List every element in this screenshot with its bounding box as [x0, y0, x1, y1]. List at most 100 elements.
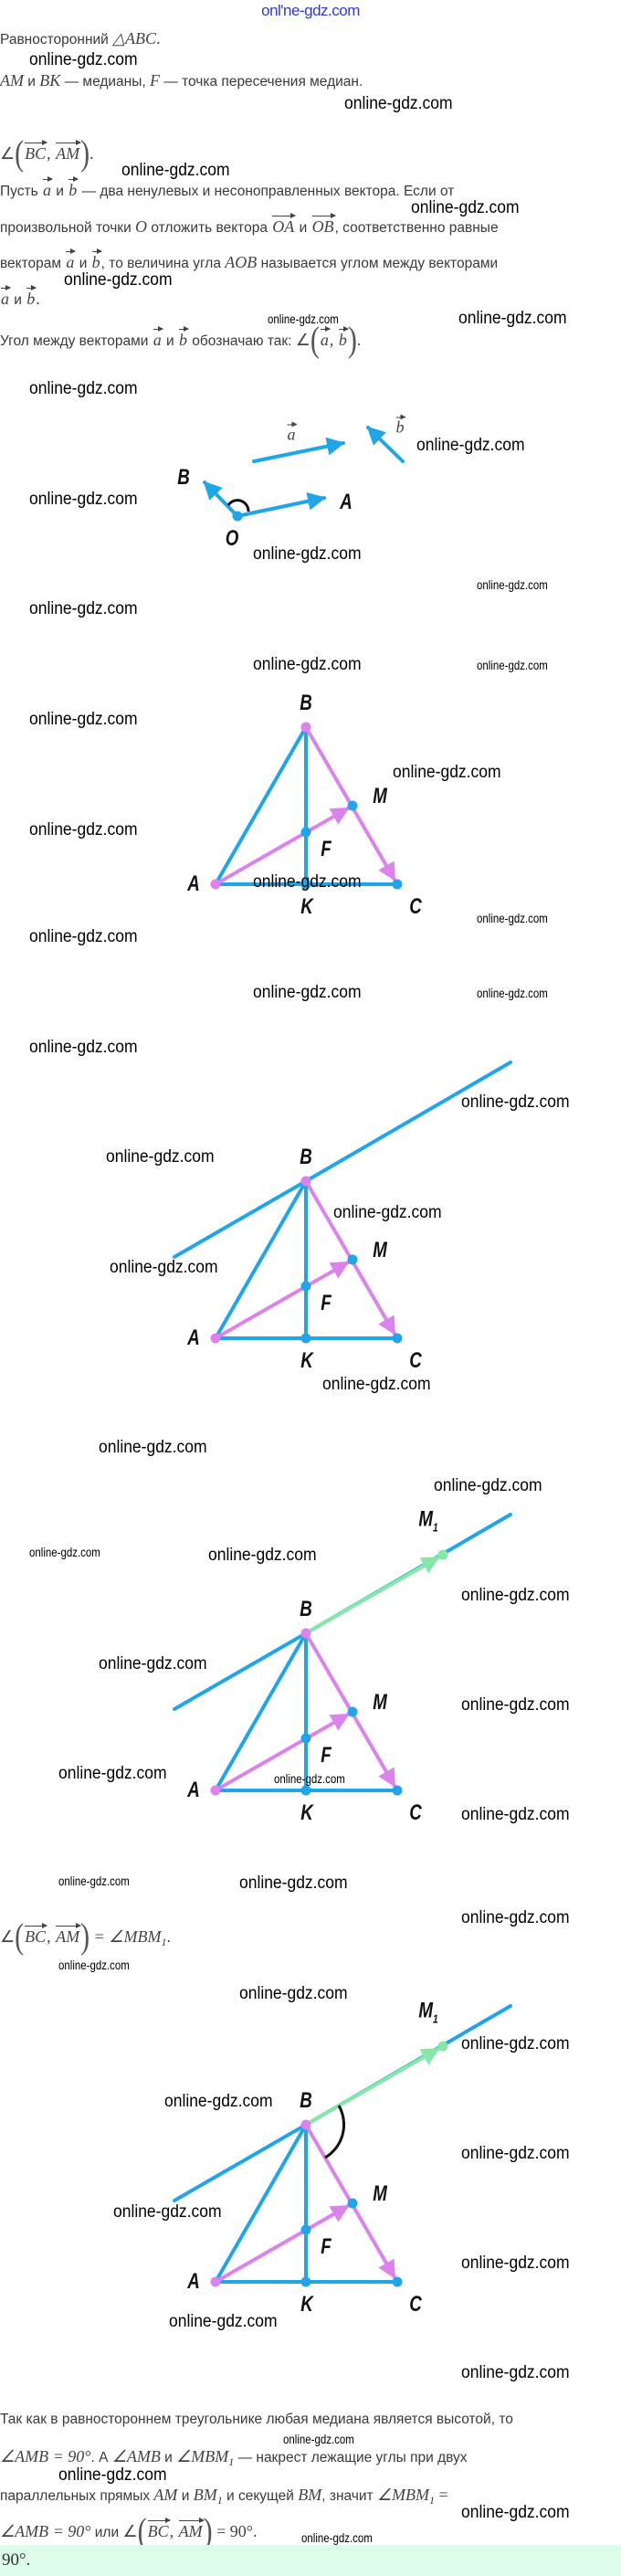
watermark: online-gdz.com: [29, 490, 138, 509]
vector: a: [153, 326, 163, 349]
watermark: online-gdz.com: [461, 2503, 570, 2522]
vector-b-label: b: [395, 414, 406, 437]
label-A: A: [187, 2271, 200, 2293]
label-F-text: F: [321, 837, 332, 861]
subscript: 1: [161, 1936, 167, 1949]
point-C: [392, 879, 403, 890]
label-A: A: [187, 873, 200, 895]
point-F: [300, 827, 311, 838]
label-C-text: C: [409, 1800, 422, 1825]
watermark: online-gdz.com: [29, 927, 138, 946]
text: векторам: [0, 256, 66, 271]
paren: ): [347, 320, 357, 360]
point-F: [300, 1281, 311, 1292]
find-line: ∠(BC, AM).: [0, 136, 94, 172]
text: Угол между векторами: [0, 333, 153, 349]
text: и: [162, 333, 178, 349]
vector-AM: [214, 1261, 350, 1340]
label-B: B: [177, 467, 190, 489]
watermark: online-gdz.com: [99, 1654, 207, 1673]
watermark: online-gdz.com: [344, 94, 453, 113]
math: AM: [0, 71, 24, 90]
vector-AM: [214, 2204, 350, 2284]
text: параллельных прямых: [0, 2488, 154, 2504]
watermark: online-gdz.com: [268, 311, 339, 326]
side-AB: [214, 725, 308, 886]
point-A: [210, 1333, 221, 1344]
conclusion-line-4: ∠AMB = 90° или ∠(BC, AM) = 90°.: [0, 2514, 258, 2550]
label-K-text: K: [300, 1348, 313, 1373]
label-B: B: [300, 2090, 312, 2112]
text: и: [295, 220, 311, 236]
math: = 90°.: [212, 2522, 258, 2540]
watermark: online-gdz.com: [58, 1874, 130, 1888]
watermark: online-gdz.com: [458, 309, 567, 328]
vector-BM1: [304, 1556, 440, 1635]
watermark: online-gdz.com: [58, 1764, 167, 1783]
label-K: K: [300, 1802, 313, 1824]
subscript: 1: [228, 2455, 235, 2469]
parallel-line: [173, 1179, 308, 1259]
vector-AM: [214, 1713, 350, 1792]
vector: b: [91, 248, 102, 271]
watermark: online-gdz.com: [58, 1958, 130, 1972]
label-B: B: [300, 692, 312, 714]
answer-box: 90°.: [0, 2545, 621, 2576]
math: ∠: [0, 1927, 16, 1946]
point-B: [300, 1176, 311, 1187]
point-M: [347, 2198, 358, 2209]
label-K-text: K: [300, 894, 313, 919]
text: , то величина угла: [100, 256, 226, 271]
given-line-1: Равносторонний △ABC.: [0, 28, 160, 48]
watermark: online-gdz.com: [301, 2530, 373, 2545]
vector: a: [66, 248, 77, 271]
label-B-text: B: [300, 1145, 312, 1169]
text: — два ненулевых и несоноправленных векто…: [78, 184, 455, 199]
text: — накрест лежащие углы при двух: [234, 2450, 468, 2465]
watermark: online-gdz.com: [416, 436, 525, 455]
side-AB: [214, 2123, 308, 2284]
vector: AM: [56, 140, 82, 163]
label-M1-subscript: 1: [432, 2011, 438, 2026]
angle-equality-line: ∠(BC, AM) = ∠MBM1.: [0, 1919, 171, 1955]
text: . А: [90, 2450, 112, 2465]
watermark: online-gdz.com: [461, 2254, 570, 2273]
given-line-2: AM и BK — медианы, F — точка пересечения…: [0, 70, 363, 90]
label-F-text: F: [321, 1291, 332, 1315]
watermark: online-gdz.com: [113, 2202, 222, 2222]
text: — медианы,: [60, 74, 150, 90]
text: Равносторонний: [0, 32, 113, 48]
label-A-text: A: [340, 490, 353, 514]
math: BM: [298, 2486, 322, 2504]
vector-a: [252, 437, 345, 463]
point-F: [300, 1733, 311, 1744]
point-B: [300, 722, 311, 733]
text: Так как в равностороннем треугольнике лю…: [0, 2412, 513, 2427]
label-A-text: A: [187, 1325, 200, 1350]
text: произвольной точки: [0, 220, 136, 236]
text: и: [24, 74, 40, 90]
point-B: [300, 1628, 311, 1639]
top-watermark: onl'ne-gdz.com: [261, 2, 360, 19]
math: F: [149, 71, 160, 90]
point-A: [210, 1785, 221, 1796]
paren: ): [80, 1916, 90, 1957]
math: .: [356, 331, 362, 349]
label-B-text: B: [300, 1597, 312, 1621]
label-F: F: [321, 2236, 331, 2258]
label-M: M: [373, 786, 387, 808]
point-K: [300, 2276, 311, 2287]
watermark: online-gdz.com: [99, 1438, 207, 1457]
label-K: K: [300, 896, 313, 918]
angle-arc-AOB: [226, 499, 250, 512]
vector-AM: [214, 807, 350, 886]
math: ,: [47, 144, 56, 163]
label-M1: M1: [418, 2000, 438, 2031]
label-C: C: [409, 896, 422, 918]
vector-b: [366, 426, 405, 463]
text: — точка пересечения медиан.: [159, 74, 363, 90]
label-M: M: [373, 1240, 387, 1262]
watermark: online-gdz.com: [29, 1545, 100, 1559]
label-A-text: A: [187, 871, 200, 896]
watermark: online-gdz.com: [253, 983, 362, 1002]
